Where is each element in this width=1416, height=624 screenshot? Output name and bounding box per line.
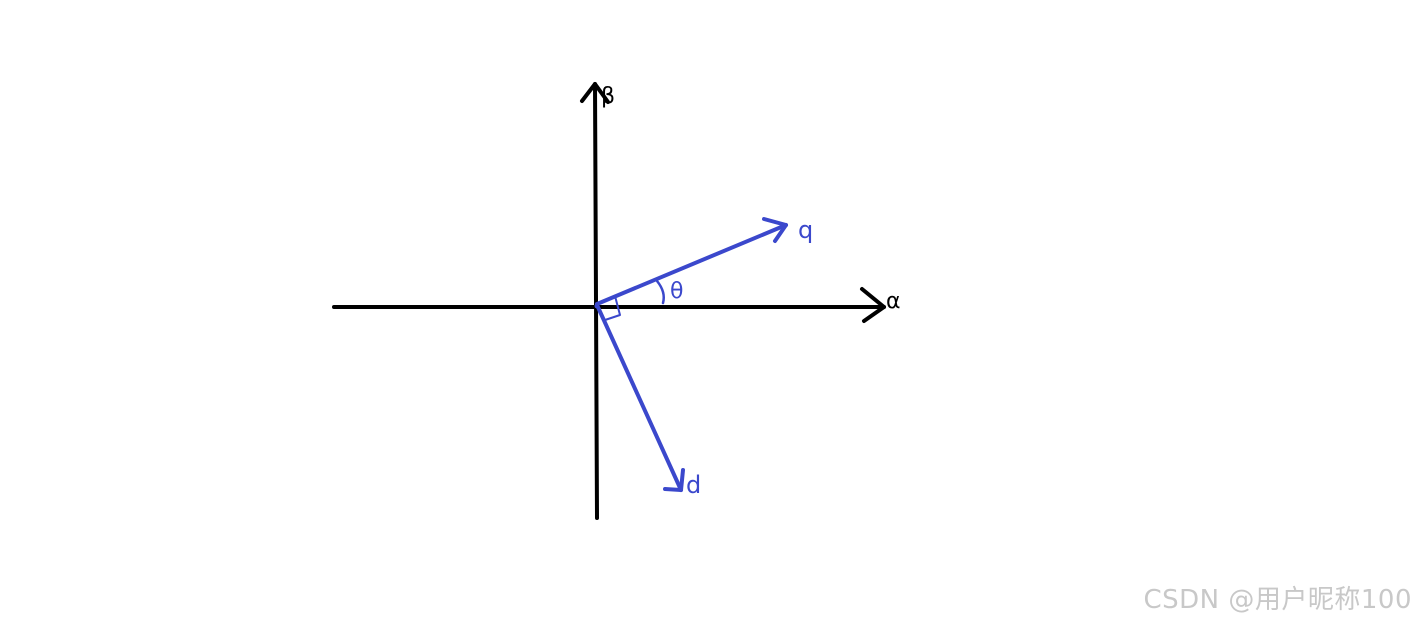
q-vector-line bbox=[595, 223, 788, 306]
alpha-axis: α bbox=[332, 287, 901, 323]
theta-label: θ bbox=[670, 279, 683, 304]
beta-axis: β bbox=[580, 82, 615, 520]
theta-arc bbox=[655, 279, 665, 305]
q-vector-arrowhead bbox=[762, 217, 788, 243]
d-vector-label: d bbox=[686, 471, 701, 499]
beta-axis-arrowhead bbox=[580, 82, 610, 104]
alpha-axis-label: α bbox=[886, 289, 901, 314]
q-vector: q bbox=[595, 216, 813, 306]
right-angle-square bbox=[604, 295, 621, 321]
beta-axis-line bbox=[593, 82, 599, 520]
right-angle-marker bbox=[604, 295, 621, 321]
origin-point bbox=[594, 303, 600, 309]
beta-axis-label: β bbox=[601, 84, 615, 109]
theta-angle: θ bbox=[655, 279, 683, 305]
d-vector-arrowhead bbox=[663, 468, 685, 492]
watermark-text: CSDN @用户昵称100 bbox=[1143, 585, 1412, 615]
alpha-axis-arrowhead bbox=[860, 287, 886, 323]
d-vector: d bbox=[595, 303, 701, 499]
d-vector-line bbox=[595, 303, 683, 492]
q-vector-label: q bbox=[798, 216, 813, 244]
